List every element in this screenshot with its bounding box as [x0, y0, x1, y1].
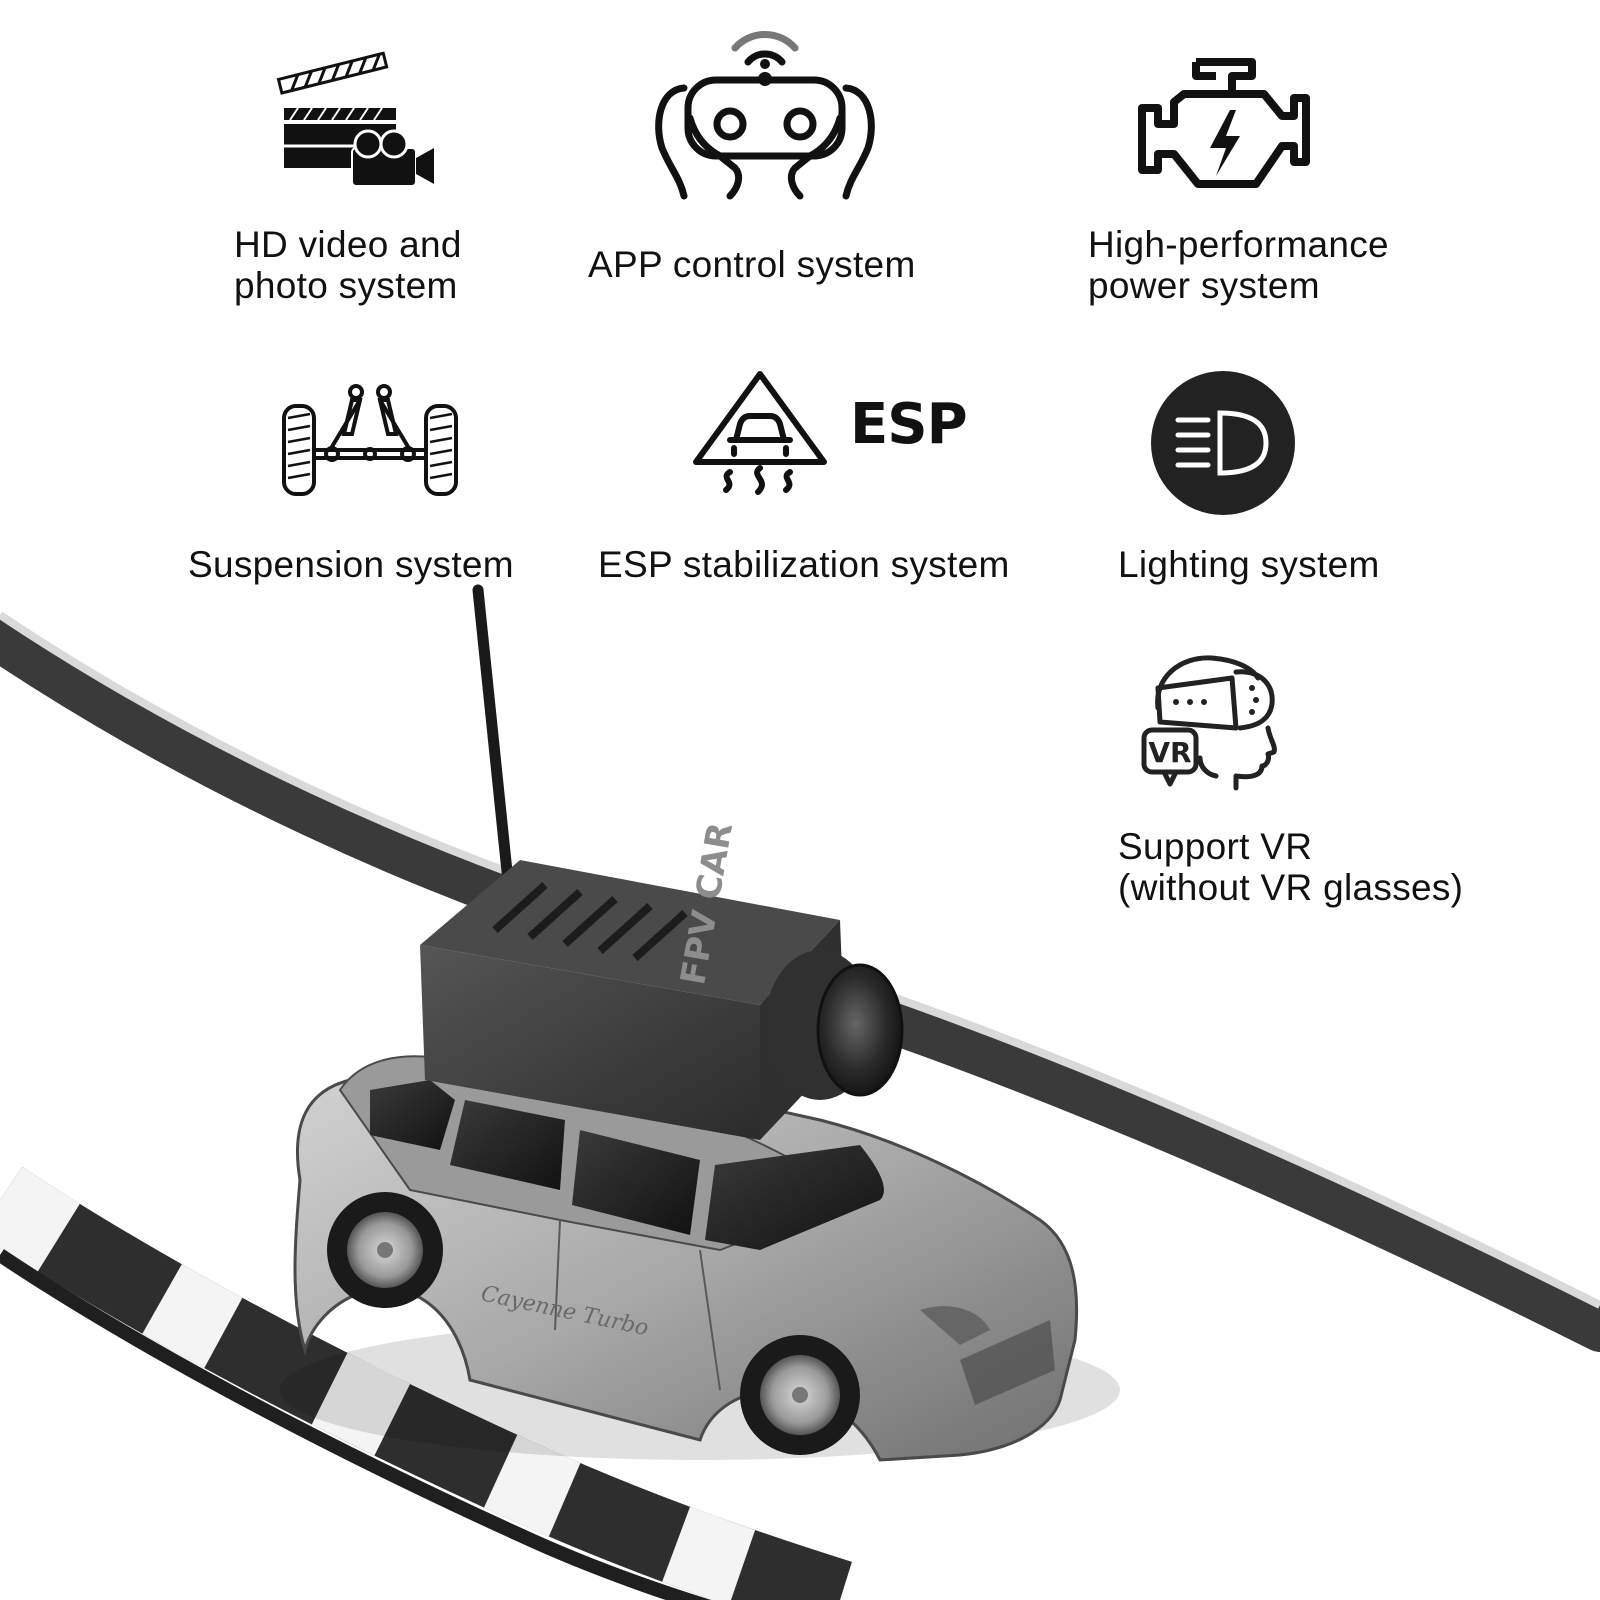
feature-label-suspension: Suspension system [188, 544, 514, 585]
vr-headset-icon: VR [1141, 655, 1277, 791]
feature-label-app-control: APP control system [588, 244, 916, 285]
antenna [472, 584, 518, 926]
esp-icon-text: ESP [850, 392, 968, 457]
esp-warning-icon [693, 371, 827, 495]
feature-label-vr: Support VR (without VR glasses) [1118, 826, 1464, 908]
suspension-axle-icon [282, 384, 458, 496]
vr-icon-text: VR [1148, 736, 1191, 769]
fpv-camera-module: FPV CAR [420, 820, 904, 1140]
clapperboard-camera-icon [276, 51, 434, 187]
feature-label-esp: ESP stabilization system [598, 544, 1010, 585]
remote-controller-hands-icon [655, 31, 875, 200]
feature-label-lighting: Lighting system [1118, 544, 1380, 585]
feature-label-hd-video: HD video and photo system [234, 224, 462, 306]
toy-car: Cayenne Turbo [293, 1054, 1079, 1462]
engine-bolt-icon [1138, 58, 1310, 188]
feature-label-power: High-performance power system [1088, 224, 1389, 306]
camera-lens [816, 963, 904, 1097]
headlight-icon [1151, 371, 1295, 515]
